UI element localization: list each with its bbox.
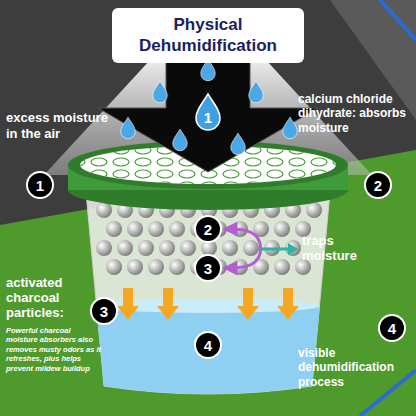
droplet-shape [196,94,220,130]
callout-label: excess moisture in the air [6,110,118,141]
charcoal-ball [148,259,164,275]
callout-circle: 3 [90,297,118,325]
flow-arrow [237,288,259,320]
container-body [86,192,330,394]
water-drop [249,81,263,103]
callout-circle: 2 [364,171,392,199]
charcoal-ball [159,240,175,256]
charcoal-ball [127,259,143,275]
callout-circle: 4 [378,314,406,342]
flow-arrow [277,288,299,320]
charcoal-ball [274,221,290,237]
callout-number: 2 [374,178,382,193]
callout-circle: 4 [194,331,222,359]
droplet-callout: 1 [193,92,223,132]
pointer-arrow [262,248,290,251]
charcoal-ball [222,240,238,256]
flow-arrow [117,288,139,320]
water-drop [153,81,167,103]
ground [0,150,416,416]
callout-number: 1 [204,100,212,125]
accent-line [360,370,416,416]
title: Physical Dehumidification [112,8,304,63]
pointer-arrow [288,243,298,255]
flow-arrow [157,288,179,320]
callout-number: 2 [204,222,212,237]
callout-circle: 1 [26,171,54,199]
charcoal-particles [96,202,322,275]
accent-line [380,0,416,40]
charcoal-ball [243,240,259,256]
charcoal-ball [306,202,322,218]
water-drop [283,117,297,139]
callout-number: 1 [36,178,44,193]
water [96,305,320,394]
callout-label: traps moisture [302,234,382,264]
charcoal-ball [117,240,133,256]
callout-number: 4 [204,338,212,353]
callout-label: visible dehumidification process [298,346,412,389]
callout-number: 3 [100,304,108,319]
water-drop [231,133,245,155]
charcoal-ball [180,240,196,256]
callout-label: activated charcoal particles: [6,276,98,321]
charcoal-ball [106,259,122,275]
charcoal-ball [169,259,185,275]
charcoal-ball [274,259,290,275]
charcoal-ball [169,221,185,237]
callout-label: calcium chloride dihydrate: absorbs mois… [298,92,412,135]
charcoal-ball [127,221,143,237]
connector [224,229,261,268]
callout-circle: 2 [194,215,222,243]
callout-circle: 3 [194,254,222,282]
charcoal-ball [106,221,122,237]
description-text: Powerful charcoal moisture absorbers als… [6,326,102,373]
water-drop [121,117,135,139]
flow-arrows [117,288,299,320]
charcoal-ball [96,202,112,218]
charcoal-ball [148,221,164,237]
charcoal-ball [96,240,112,256]
callout-number: 3 [204,261,212,276]
water-droplets [121,59,297,155]
down-arrow [98,58,318,172]
callout-number: 4 [388,321,396,336]
water-drop [173,129,187,151]
charcoal-ball [138,240,154,256]
